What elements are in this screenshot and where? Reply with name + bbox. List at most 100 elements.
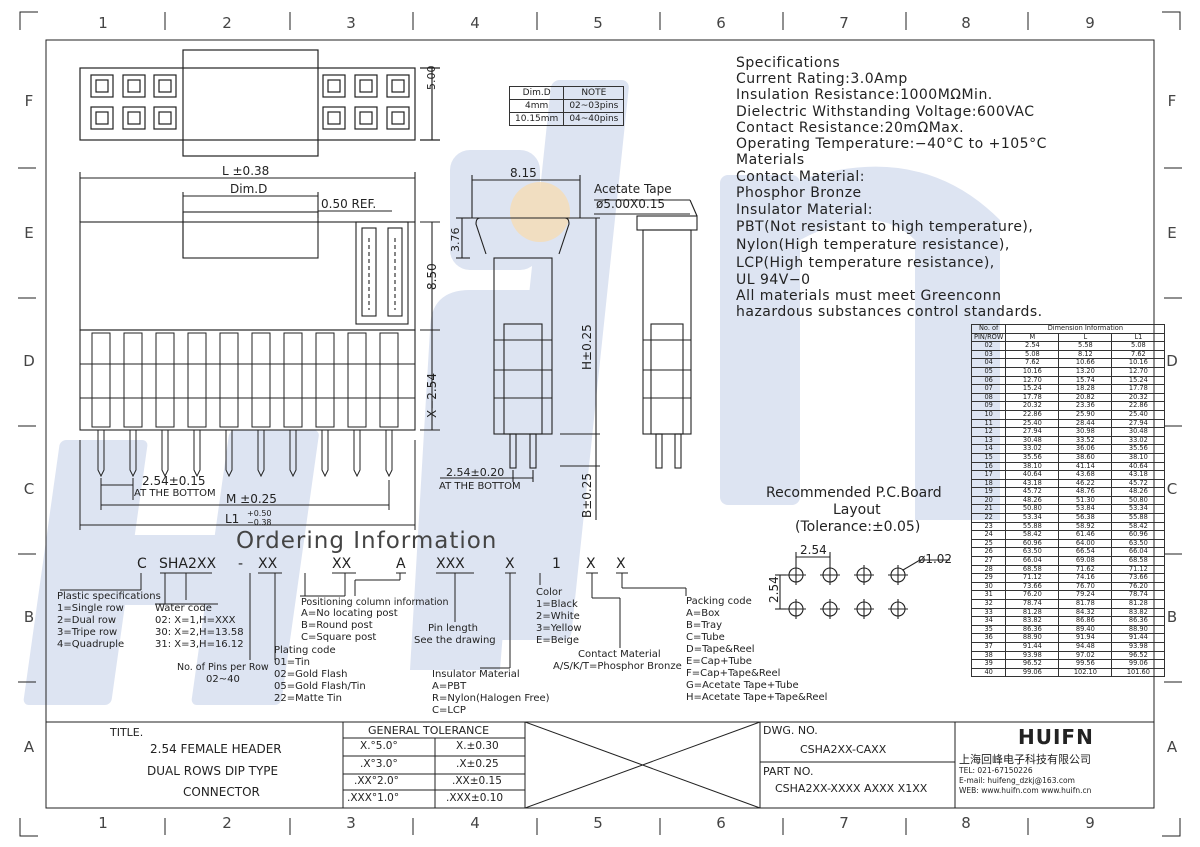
tolerance-linear: X.±0.30 xyxy=(456,740,499,752)
dim-table-cell: 86.36 xyxy=(1111,616,1166,626)
dim-table-cell: 86.86 xyxy=(1058,616,1113,626)
dim-table-cell: 94.48 xyxy=(1058,641,1113,652)
packing-item: G=Acetate Tape+Tube xyxy=(686,680,799,691)
dim-table-cell: 2.54 xyxy=(1005,341,1060,351)
code-insulator: X xyxy=(505,556,515,572)
color-title: Color xyxy=(536,587,563,598)
dim-table-cell: 05 xyxy=(970,366,1007,377)
zone-row-e: E xyxy=(24,224,34,242)
dim-table-cell: 5.58 xyxy=(1058,341,1113,351)
dim-table-cell: 55.88 xyxy=(1111,513,1166,523)
dim-table-header-top: No. of xyxy=(970,324,1007,334)
packing-item: A=Box xyxy=(686,608,720,619)
dim-M: M ±0.25 xyxy=(226,492,277,506)
dim-table-cell: 32 xyxy=(970,599,1007,609)
zone-col-5-bottom: 5 xyxy=(593,814,603,832)
insulator-title: Insulator Material xyxy=(432,669,520,680)
dim-table-cell: 27 xyxy=(970,556,1007,566)
dim-ref: 0.50 REF. xyxy=(321,197,377,211)
spec-line: Materials xyxy=(736,152,805,168)
pcb-tolerance: (Tolerance:±0.05) xyxy=(795,519,921,535)
dim-table-cell: 99.56 xyxy=(1058,659,1113,669)
dim-table-cell: 66.04 xyxy=(1005,556,1060,566)
dim-table-cell: 10 xyxy=(970,409,1007,420)
zone-row-b-right: B xyxy=(1166,608,1178,626)
dim-table-cell: 81.78 xyxy=(1058,599,1113,609)
dim-table-cell: 30.98 xyxy=(1058,427,1113,437)
dim-table-cell: 07 xyxy=(970,384,1007,394)
part-label: PART NO. xyxy=(763,765,814,778)
spec-line: PBT(Not resistant to high temperature), xyxy=(736,219,1034,235)
dim-table-cell: 81.28 xyxy=(1111,599,1166,609)
zone-col-2-bottom: 2 xyxy=(222,814,232,832)
code-dash: - xyxy=(238,556,244,572)
dim-table-cell: 10.16 xyxy=(1005,366,1060,377)
dim-table-cell: 38.10 xyxy=(1111,452,1166,463)
top-view xyxy=(79,49,440,157)
tolerance-angle: X.°5.0° xyxy=(360,740,398,752)
dim-table-cell: 78.74 xyxy=(1005,599,1060,609)
watermark-dot xyxy=(510,182,570,242)
dim-L1-tol-up: +0.50 xyxy=(247,509,272,518)
tolerance-linear: .X±0.25 xyxy=(456,758,499,770)
dim-table-cell: 17 xyxy=(970,470,1007,480)
zone-row-c: C xyxy=(23,480,35,498)
packing-item: F=Cap+Tape&Reel xyxy=(686,668,781,679)
dim-table-cell: 37 xyxy=(970,641,1007,652)
pinlen-title: Pin length xyxy=(428,623,478,634)
front-pins xyxy=(79,332,416,530)
company-logo: HUIFN xyxy=(1018,725,1094,749)
pins-title: No. of Pins per Row xyxy=(177,662,269,673)
spec-line: Phosphor Bronze xyxy=(736,185,862,201)
plating-item: 01=Tin xyxy=(274,657,311,668)
packing-item: B=Tray xyxy=(686,620,723,631)
plastic-title: Plastic specifications xyxy=(57,591,161,602)
dimd-header: Dim.D xyxy=(508,86,565,100)
dim-table-cell: 25.40 xyxy=(1111,409,1166,420)
zone-col-4: 4 xyxy=(470,14,480,32)
dim-table-cell: 99.06 xyxy=(1111,659,1166,669)
dim-table-cell: 15 xyxy=(970,452,1007,463)
water-item: 31: X=3,H=16.12 xyxy=(155,639,244,650)
packing-item: H=Acetate Tape+Tape&Reel xyxy=(686,692,828,703)
zone-row-a: A xyxy=(23,738,35,756)
water-item: 02: X=1,H=XXX xyxy=(155,615,236,626)
dim-table-cell: 99.06 xyxy=(1005,667,1060,678)
zone-row-b: B xyxy=(23,608,35,626)
dim-x254: X−2.54 xyxy=(425,373,439,418)
spec-line: Insulation Resistance:1000MΩMin. xyxy=(736,87,993,103)
dim-at-bottom: AT THE BOTTOM xyxy=(134,488,216,499)
color-item: E=Beige xyxy=(536,635,579,646)
dim-table-cell: 13.20 xyxy=(1058,366,1113,377)
zone-col-7-bottom: 7 xyxy=(839,814,849,832)
zone-col-6-bottom: 6 xyxy=(716,814,726,832)
spec-line: Specifications xyxy=(736,55,841,71)
dim-table-cell: 43.68 xyxy=(1058,470,1113,480)
dim-850: 8.50 xyxy=(425,263,439,290)
code-packing: X xyxy=(616,556,626,572)
insulator-item: C=LCP xyxy=(432,705,466,716)
zone-row-d: D xyxy=(23,352,35,370)
dim-pitch-side: 2.54±0.20 xyxy=(446,466,505,479)
packing-item: C=Tube xyxy=(686,632,725,643)
dim-B: B±0.25 xyxy=(580,472,594,518)
plastic-item: 4=Quadruple xyxy=(57,639,125,650)
dim-table-cell: 40.64 xyxy=(1005,470,1060,480)
plastic-item: 2=Dual row xyxy=(57,615,117,626)
dimension-table: No. of Dimension Information PIN/ROW M L… xyxy=(970,324,1166,678)
insulator-item: R=Nylon(Halogen Free) xyxy=(432,693,550,704)
dwg-label: DWG. NO. xyxy=(763,724,818,737)
dim-table-cell: 5.08 xyxy=(1111,341,1166,351)
plating-item: 05=Gold Flash/Tin xyxy=(274,681,366,692)
